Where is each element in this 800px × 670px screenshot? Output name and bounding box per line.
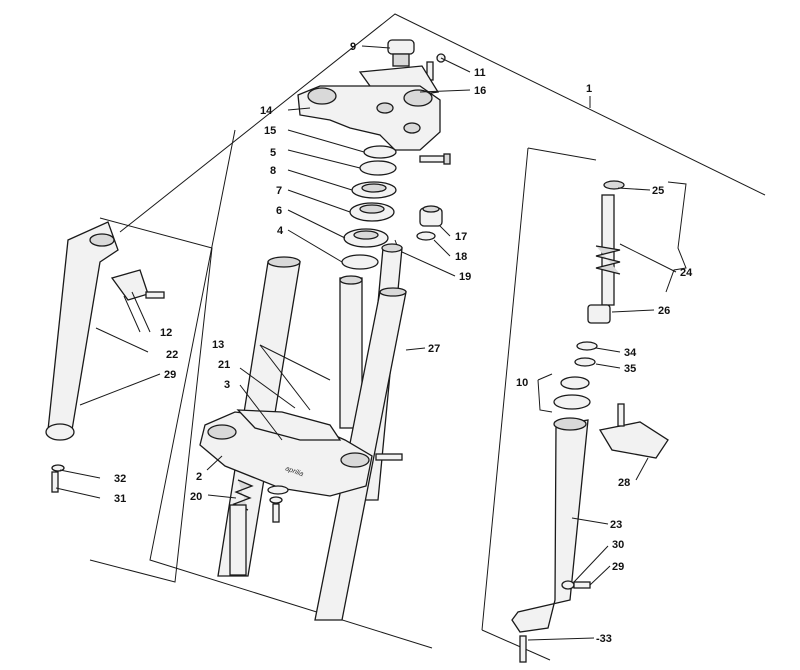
slider-23 <box>511 417 589 633</box>
callout-13: 13 <box>212 339 224 351</box>
fork-spring-20 <box>229 479 254 576</box>
washer-35 <box>574 357 596 367</box>
bolt-31 <box>51 464 65 493</box>
callout-8: 8 <box>270 165 276 177</box>
o-ring-18 <box>416 231 436 241</box>
bearing-7 <box>349 202 395 222</box>
bearing-6 <box>343 228 389 248</box>
bolt-11 <box>426 53 446 81</box>
callout-31: 31 <box>114 493 126 505</box>
callout-25: 25 <box>652 185 664 197</box>
mount-bracket-28 <box>598 403 669 459</box>
bearing-ring-8 <box>351 181 397 199</box>
fork-cap-9 <box>387 39 415 67</box>
bolt-yoke <box>419 153 451 165</box>
callout-18: 18 <box>455 251 467 263</box>
callout-30: 30 <box>612 539 624 551</box>
bolt-below-yoke <box>269 496 283 523</box>
seal-10 <box>553 376 591 410</box>
callout-20: 20 <box>190 491 202 503</box>
callout-22: 22 <box>166 349 178 361</box>
callout-21: 21 <box>218 359 230 371</box>
callout-34: 34 <box>624 347 637 359</box>
callout-12: 12 <box>160 327 172 339</box>
left-slider-panel <box>89 217 213 583</box>
callouts: 1 2 3 4 5 6 7 8 9 10 11 12 13 14 15 16 1… <box>114 41 693 645</box>
callout-32: 32 <box>114 473 126 485</box>
callout-11: 11 <box>474 67 486 79</box>
right-panel <box>481 147 597 661</box>
bracket-12 <box>110 269 165 301</box>
callout-24: 24 <box>680 267 693 279</box>
washer-15 <box>363 145 397 159</box>
damper-rod-24 <box>595 180 625 306</box>
callout-4: 4 <box>277 225 284 237</box>
callout-16: 16 <box>474 85 486 97</box>
callout-28: 28 <box>618 477 630 489</box>
bolt-33 <box>519 635 527 663</box>
bushing-26 <box>587 304 611 324</box>
assembly-bracket-1 <box>119 13 766 233</box>
clip-34 <box>576 341 598 351</box>
callout-6: 6 <box>276 205 282 217</box>
callout-17: 17 <box>455 231 467 243</box>
callout-3: 3 <box>224 379 230 391</box>
callout-26: 26 <box>658 305 670 317</box>
bracket-21 <box>236 409 342 441</box>
callout-19: 19 <box>459 271 471 283</box>
callout-35: 35 <box>624 363 636 375</box>
callout-33: -33 <box>596 633 612 645</box>
bleed-screw-30 <box>561 580 591 590</box>
callout-7: 7 <box>276 185 282 197</box>
callout-14: 14 <box>260 105 273 117</box>
seal-4 <box>341 254 379 270</box>
upper-yoke-14 <box>297 85 441 151</box>
callout-29-left: 29 <box>164 369 176 381</box>
slider-22 <box>45 221 119 441</box>
callout-1: 1 <box>586 83 592 95</box>
bolt-lower-yoke <box>375 453 403 461</box>
callout-5: 5 <box>270 147 276 159</box>
callout-23: 23 <box>610 519 622 531</box>
callout-27: 27 <box>428 343 440 355</box>
callout-29-right: 29 <box>612 561 624 573</box>
leader-lines <box>55 45 687 641</box>
ring-nut-5 <box>359 160 397 176</box>
callout-9: 9 <box>350 41 356 53</box>
callout-15: 15 <box>264 125 276 137</box>
callout-10: 10 <box>516 377 528 389</box>
callout-2: 2 <box>196 471 202 483</box>
cap-17 <box>419 205 443 227</box>
steering-stem <box>339 275 363 429</box>
